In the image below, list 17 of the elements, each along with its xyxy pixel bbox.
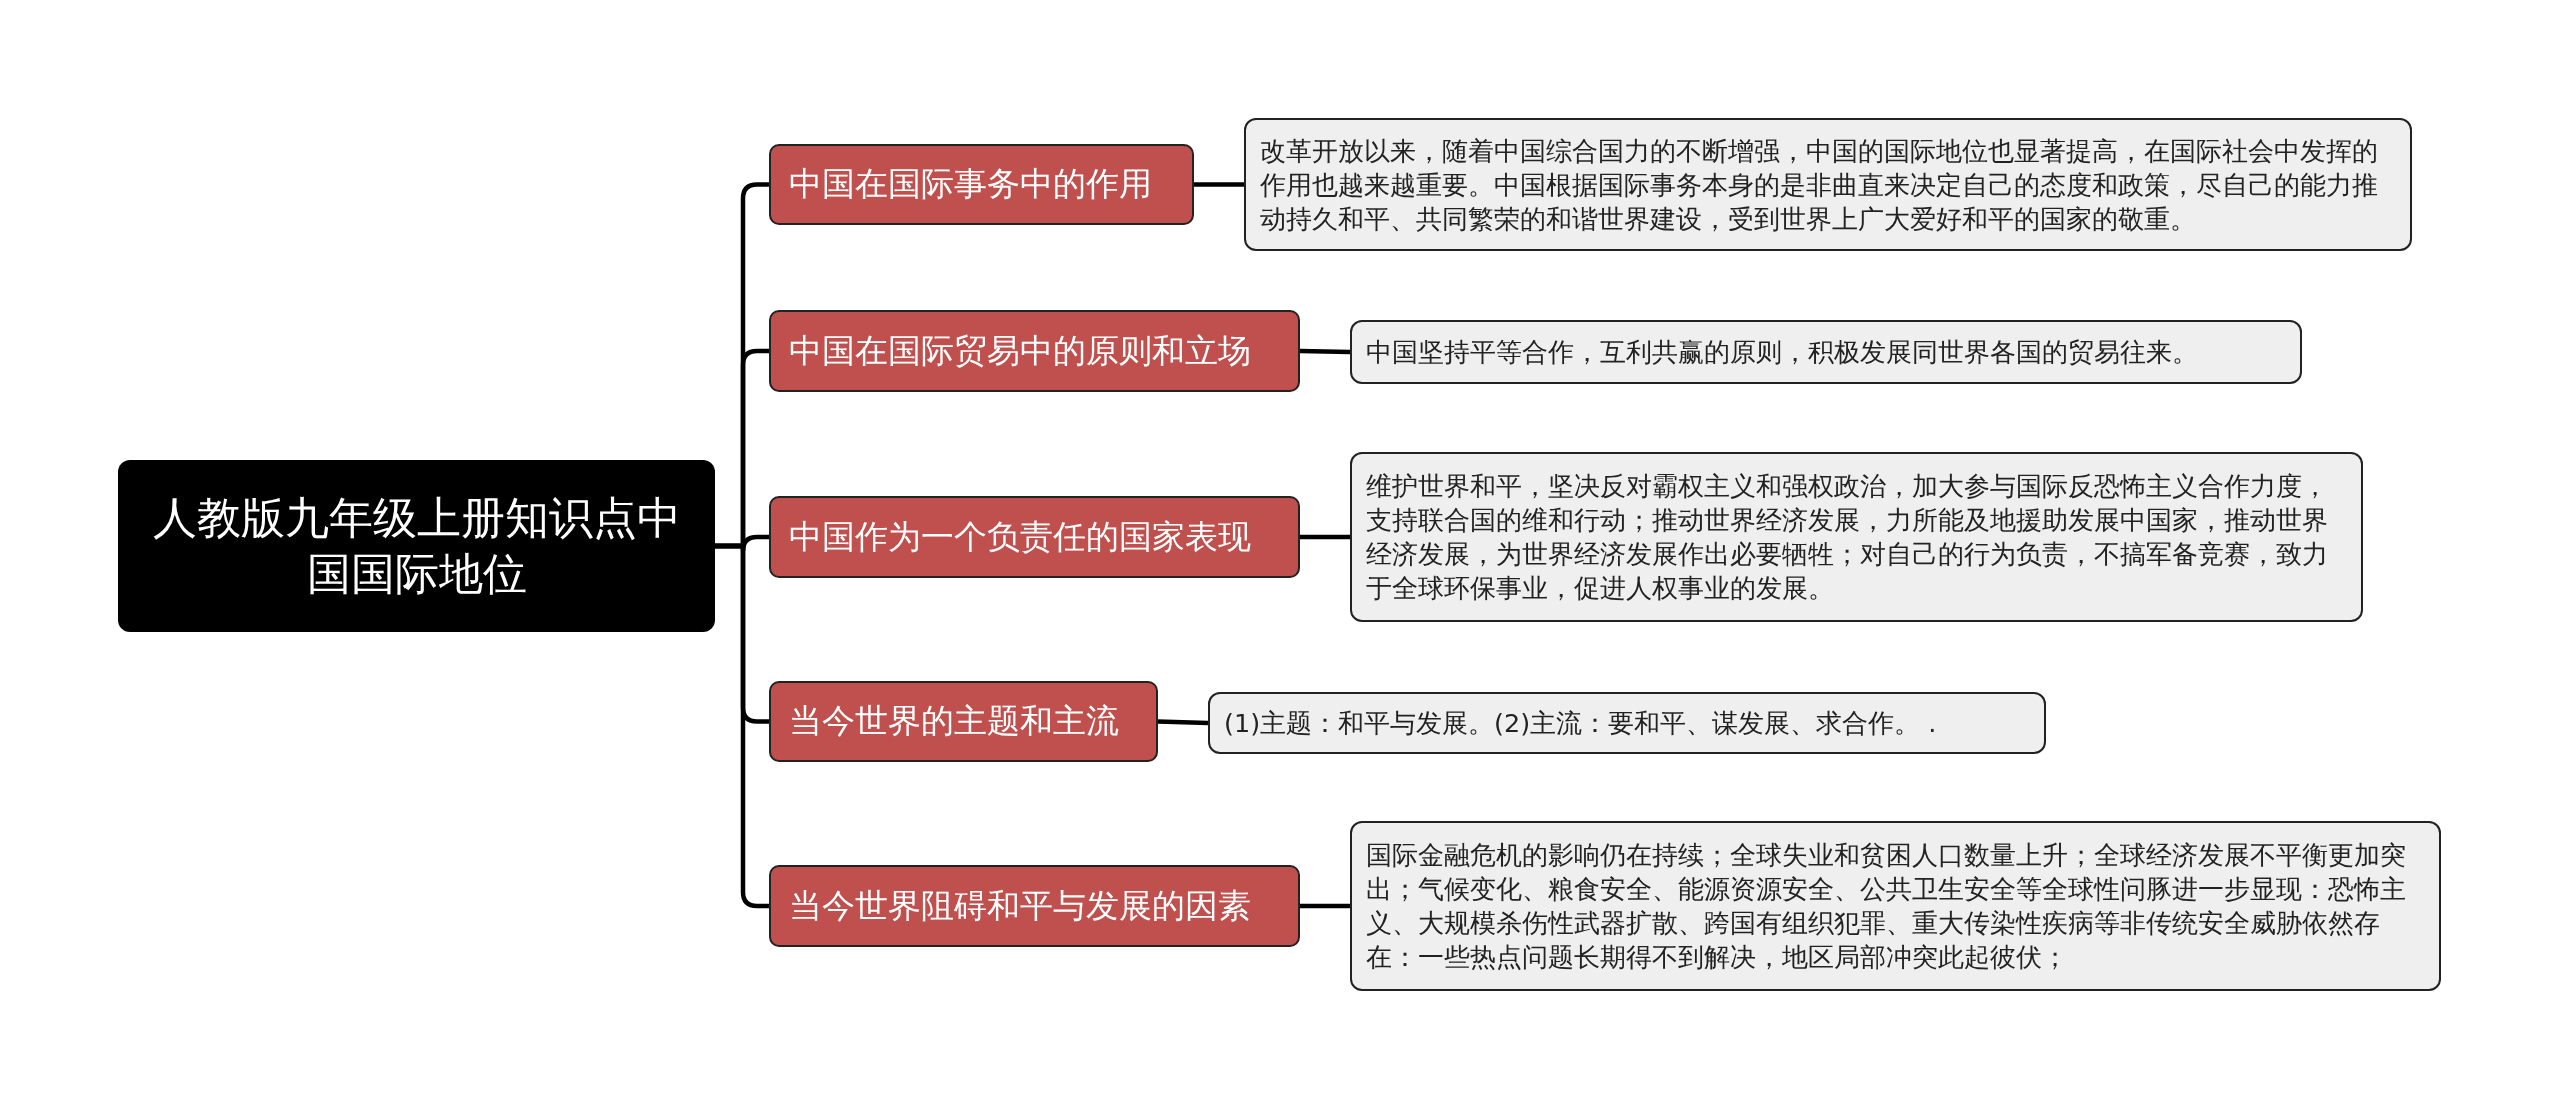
topic-box: 当今世界的主题和主流: [769, 681, 1158, 762]
topic-box: 当今世界阻碍和平与发展的因素: [769, 865, 1300, 947]
connector-line: [1300, 534, 1350, 540]
note-box: 中国坚持平等合作，互利共赢的原则，积极发展同世界各国的贸易往来。: [1350, 320, 2302, 384]
root-box: 人教版九年级上册知识点中国国际地位: [118, 460, 715, 632]
connector-line: [1299, 348, 1351, 355]
note-box: 改革开放以来，随着中国综合国力的不断增强，中国的国际地位也显著提高，在国际社会中发挥的作用也越来越重要。中国根据国际事务本身的是非曲直来决定自己的态度和政策，尽自己的能力推动持久和平、共同繁荣的和谐世界建设，受到世界上广大爱好和平的国家的敬重。: [1244, 118, 2412, 251]
connector-line: [1300, 903, 1350, 909]
note-box: 维护世界和平，坚决反对霸权主义和强权政治，加大参与国际反恐怖主义合作力度，支持联合国的维和行动；推动世界经济发展，力所能及地援助发展中国家，推动世界经济发展，为世界经济发展作出必要牺牲；对自己的行为负责，不搞军备竞赛，致力于全球环保事业，促进人权事业的发展。: [1350, 452, 2363, 622]
connector-line: [1157, 719, 1209, 726]
connector-line: [1194, 182, 1244, 187]
topic-box: 中国在国际事务中的作用: [769, 144, 1194, 225]
connector-line: [715, 543, 769, 909]
note-box: 国际金融危机的影响仍在持续；全球失业和贫困人口数量上升；全球经济发展不平衡更加突出；气候变化、粮食安全、能源资源安全、公共卫生安全等全球性问豚进一步显现：恐怖主义、大规模杀伤性武器扩散、跨国有组织犯罪、重大传染性疾病等非传统安全威胁依然存在：一些热点问题长期得不到解决，地区局部冲突此起彼伏；: [1350, 821, 2441, 991]
topic-box: 中国作为一个负责任的国家表现: [769, 496, 1300, 578]
topic-box: 中国在国际贸易中的原则和立场: [769, 310, 1300, 392]
note-box: (1)主题：和平与发展。(2)主流：要和平、谋发展、求合作。 .: [1208, 692, 2046, 754]
